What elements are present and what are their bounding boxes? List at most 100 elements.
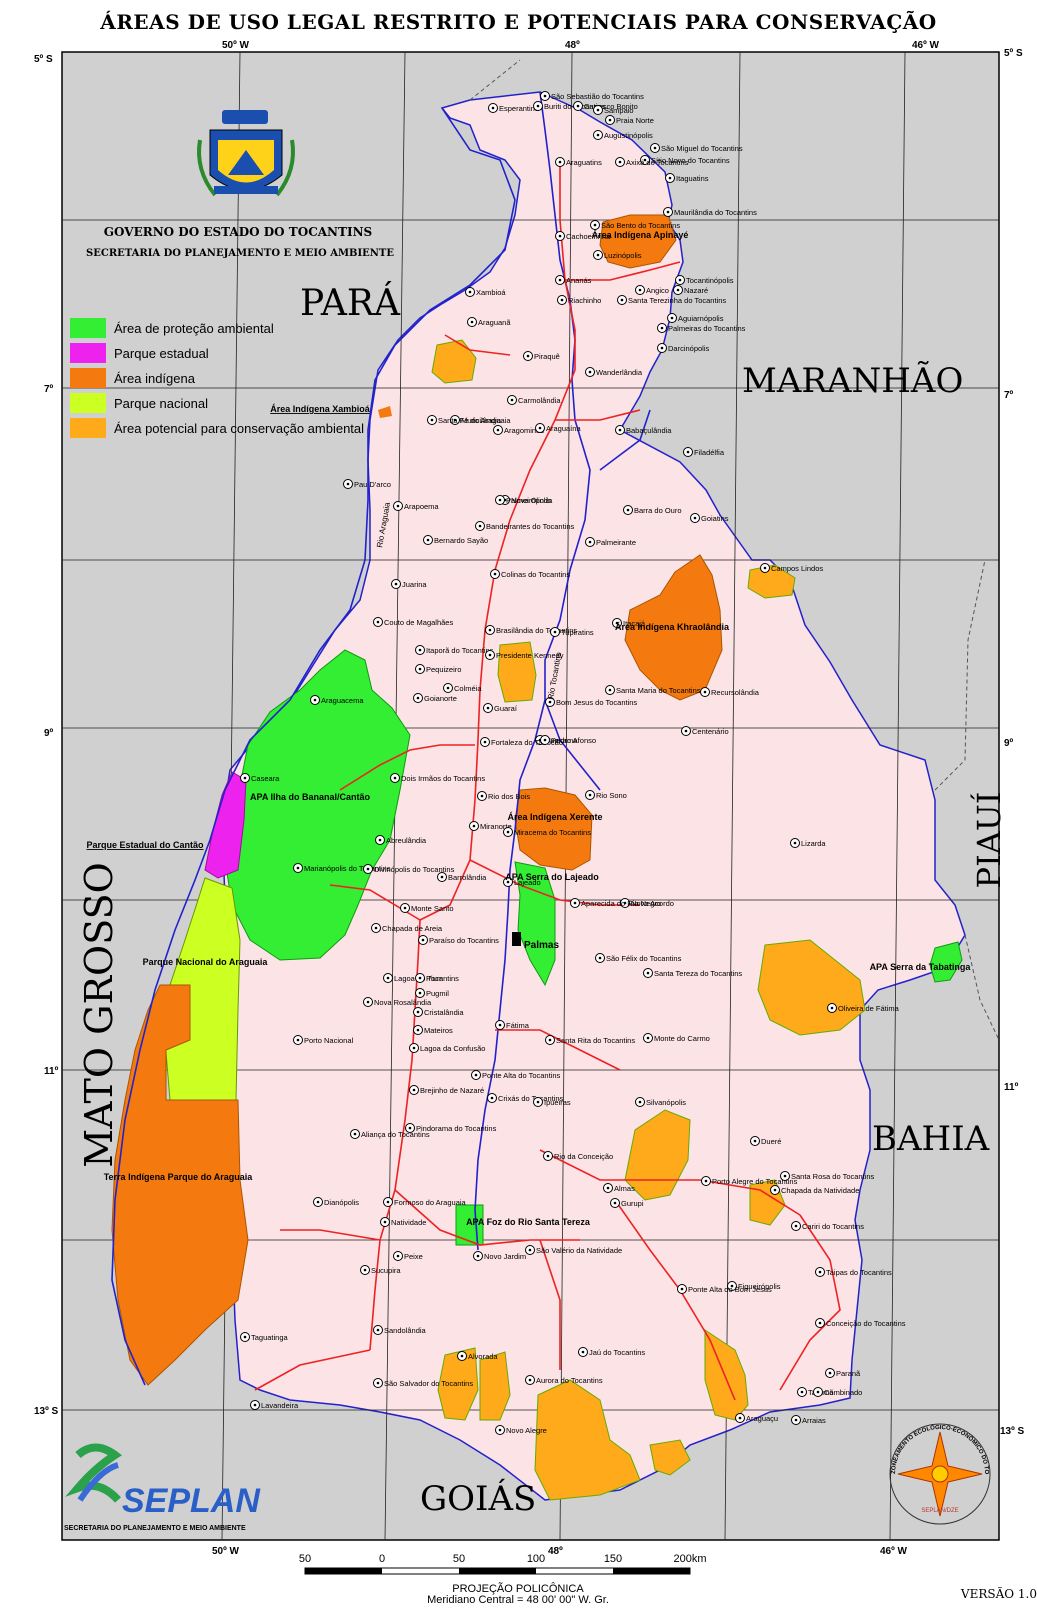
city[interactable]: Centenário <box>681 726 729 737</box>
city[interactable]: Colméia <box>443 683 483 694</box>
city[interactable]: Santa Maria do Tocantins <box>605 685 701 696</box>
city[interactable]: Couto de Magalhães <box>373 617 454 628</box>
city[interactable]: Pindorama do Tocantins <box>405 1123 497 1134</box>
parque-estadual-cantao-area[interactable] <box>204 771 247 879</box>
city[interactable]: Augustinópolis <box>593 130 654 141</box>
city[interactable]: São Bento do Tocantins <box>590 220 681 231</box>
city[interactable]: Riachinho <box>557 295 602 306</box>
city[interactable]: Ananás <box>555 275 592 286</box>
city[interactable]: Wanderlândia <box>585 367 643 378</box>
city[interactable]: Bandeirantes do Tocantins <box>475 521 575 532</box>
ai-apinaye-area[interactable] <box>599 214 677 269</box>
city[interactable]: Divinópolis do Tocantins <box>363 864 455 875</box>
city[interactable]: Araguaína <box>535 423 582 434</box>
ti-araguaia-area[interactable] <box>111 984 249 1386</box>
city[interactable]: Brejinho de Nazaré <box>409 1085 485 1096</box>
city[interactable]: Aliança do Tocantins <box>350 1129 430 1140</box>
city[interactable]: Piraquê <box>523 351 560 362</box>
capital-marker[interactable] <box>512 932 521 946</box>
city[interactable]: Pugmil <box>415 988 450 999</box>
city[interactable]: Lagoa do Tocantins <box>383 973 460 984</box>
city[interactable]: Aparecida do Rio Negro <box>570 898 662 909</box>
city[interactable]: Combinado <box>813 1387 863 1398</box>
city[interactable]: Dueré <box>750 1136 782 1147</box>
city[interactable]: Peixe <box>393 1251 423 1262</box>
ai-xambioa-area[interactable] <box>378 406 392 418</box>
city[interactable]: Formoso do Araguaia <box>383 1197 467 1208</box>
city[interactable]: Sampaio <box>593 105 634 116</box>
apa-tabatinga-area[interactable] <box>929 941 963 983</box>
city[interactable]: Paraíso do Tocantins <box>418 935 500 946</box>
city[interactable]: Carrasco Bonito <box>573 101 638 112</box>
city[interactable]: Mateiros <box>413 1025 454 1036</box>
city[interactable]: Bom Jesus do Tocantins <box>545 697 638 708</box>
city[interactable]: Paranã <box>825 1368 862 1379</box>
city[interactable]: Araguacema <box>310 695 365 706</box>
city[interactable]: Oliveira de Fátima <box>827 1003 900 1014</box>
city[interactable]: Chapada de Areia <box>371 923 443 934</box>
city[interactable]: Dianópolis <box>313 1197 360 1208</box>
city[interactable]: Lavandeira <box>250 1400 299 1411</box>
city[interactable]: Fátima <box>495 1020 530 1031</box>
city[interactable]: Pau D'arco <box>343 479 391 490</box>
city[interactable]: Recursolândia <box>700 687 760 698</box>
city[interactable]: Angico <box>635 285 669 296</box>
city[interactable]: Santa Rosa do Tocantins <box>780 1171 875 1182</box>
city[interactable]: Tocantinópolis <box>675 275 734 286</box>
city[interactable]: Nova Rosalândia <box>363 997 432 1008</box>
city[interactable]: Maurilândia do Tocantins <box>663 207 758 218</box>
city[interactable]: Caseara <box>240 773 281 784</box>
city[interactable]: São Sebastião do Tocantins <box>540 91 645 102</box>
city[interactable]: Sucupira <box>360 1265 402 1276</box>
city[interactable]: Presidente Kennedy <box>485 650 564 661</box>
city[interactable]: Miracema do Tocantins <box>503 827 592 838</box>
city[interactable]: Pium <box>415 973 444 984</box>
apa-bananal-area[interactable] <box>224 649 411 961</box>
city[interactable]: Almas <box>603 1183 636 1194</box>
city[interactable]: Itaguatins <box>665 173 709 184</box>
city[interactable]: Alvorada <box>457 1351 499 1362</box>
city[interactable]: Palmeirante <box>585 537 637 548</box>
city[interactable]: Tupiratins <box>550 627 594 638</box>
city[interactable]: Cachoeirinha <box>555 231 612 242</box>
city[interactable]: Gurupi <box>610 1198 644 1209</box>
city[interactable]: Carmolândia <box>507 395 562 406</box>
city[interactable]: Jaú do Tocantins <box>578 1347 646 1358</box>
city[interactable]: Rio dos Bois <box>477 791 531 802</box>
city[interactable]: Muricilândia <box>450 415 502 426</box>
city[interactable]: Goianorte <box>413 693 457 704</box>
apa-lajeado-area[interactable] <box>514 861 556 987</box>
city[interactable]: Araguanã <box>467 317 512 328</box>
city[interactable]: Crixás do Tocantins <box>487 1093 564 1104</box>
city[interactable]: Novo Acordo <box>620 898 674 909</box>
city[interactable]: Santa Fé do Araguaia <box>427 415 512 426</box>
ai-xerente-area[interactable] <box>514 787 593 871</box>
city[interactable]: Monte Santo <box>400 903 454 914</box>
city[interactable]: Pequizeiro <box>415 664 462 675</box>
city[interactable]: Campos Lindos <box>760 563 824 574</box>
city[interactable]: Ponte Alta do Tocantins <box>471 1070 561 1081</box>
city[interactable]: Chapada da Natividade <box>770 1185 860 1196</box>
city[interactable]: Esperantina <box>488 103 540 114</box>
city[interactable]: São Salvador do Tocantins <box>373 1378 474 1389</box>
city[interactable]: Praia Norte <box>605 115 654 126</box>
city[interactable]: Rio Sono <box>585 790 627 801</box>
city[interactable]: Aurora do Tocantins <box>525 1375 603 1386</box>
city[interactable]: Natividade <box>380 1217 427 1228</box>
city[interactable]: São Félix do Tocantins <box>595 953 682 964</box>
city[interactable]: Cariri do Tocantins <box>791 1221 865 1232</box>
city[interactable]: Aragominas <box>493 425 545 436</box>
city[interactable]: Guaraí <box>483 703 518 714</box>
city[interactable]: Lizarda <box>790 838 827 849</box>
city[interactable]: Araguaçu <box>735 1413 779 1424</box>
city[interactable]: Xambioá <box>465 287 507 298</box>
city[interactable]: Cristalândia <box>413 1007 465 1018</box>
city[interactable]: Monte do Carmo <box>643 1033 710 1044</box>
city[interactable]: Filadélfia <box>683 447 725 458</box>
city[interactable]: Figueirópolis <box>727 1281 781 1292</box>
city[interactable]: Lagoa da Confusão <box>409 1043 486 1054</box>
city[interactable]: Colinas do Tocantins <box>490 569 571 580</box>
city[interactable]: Porto Nacional <box>293 1035 354 1046</box>
city[interactable]: Itaporã do Tocantins <box>415 645 494 656</box>
city[interactable]: Santa Terezinha do Tocantins <box>617 295 727 306</box>
